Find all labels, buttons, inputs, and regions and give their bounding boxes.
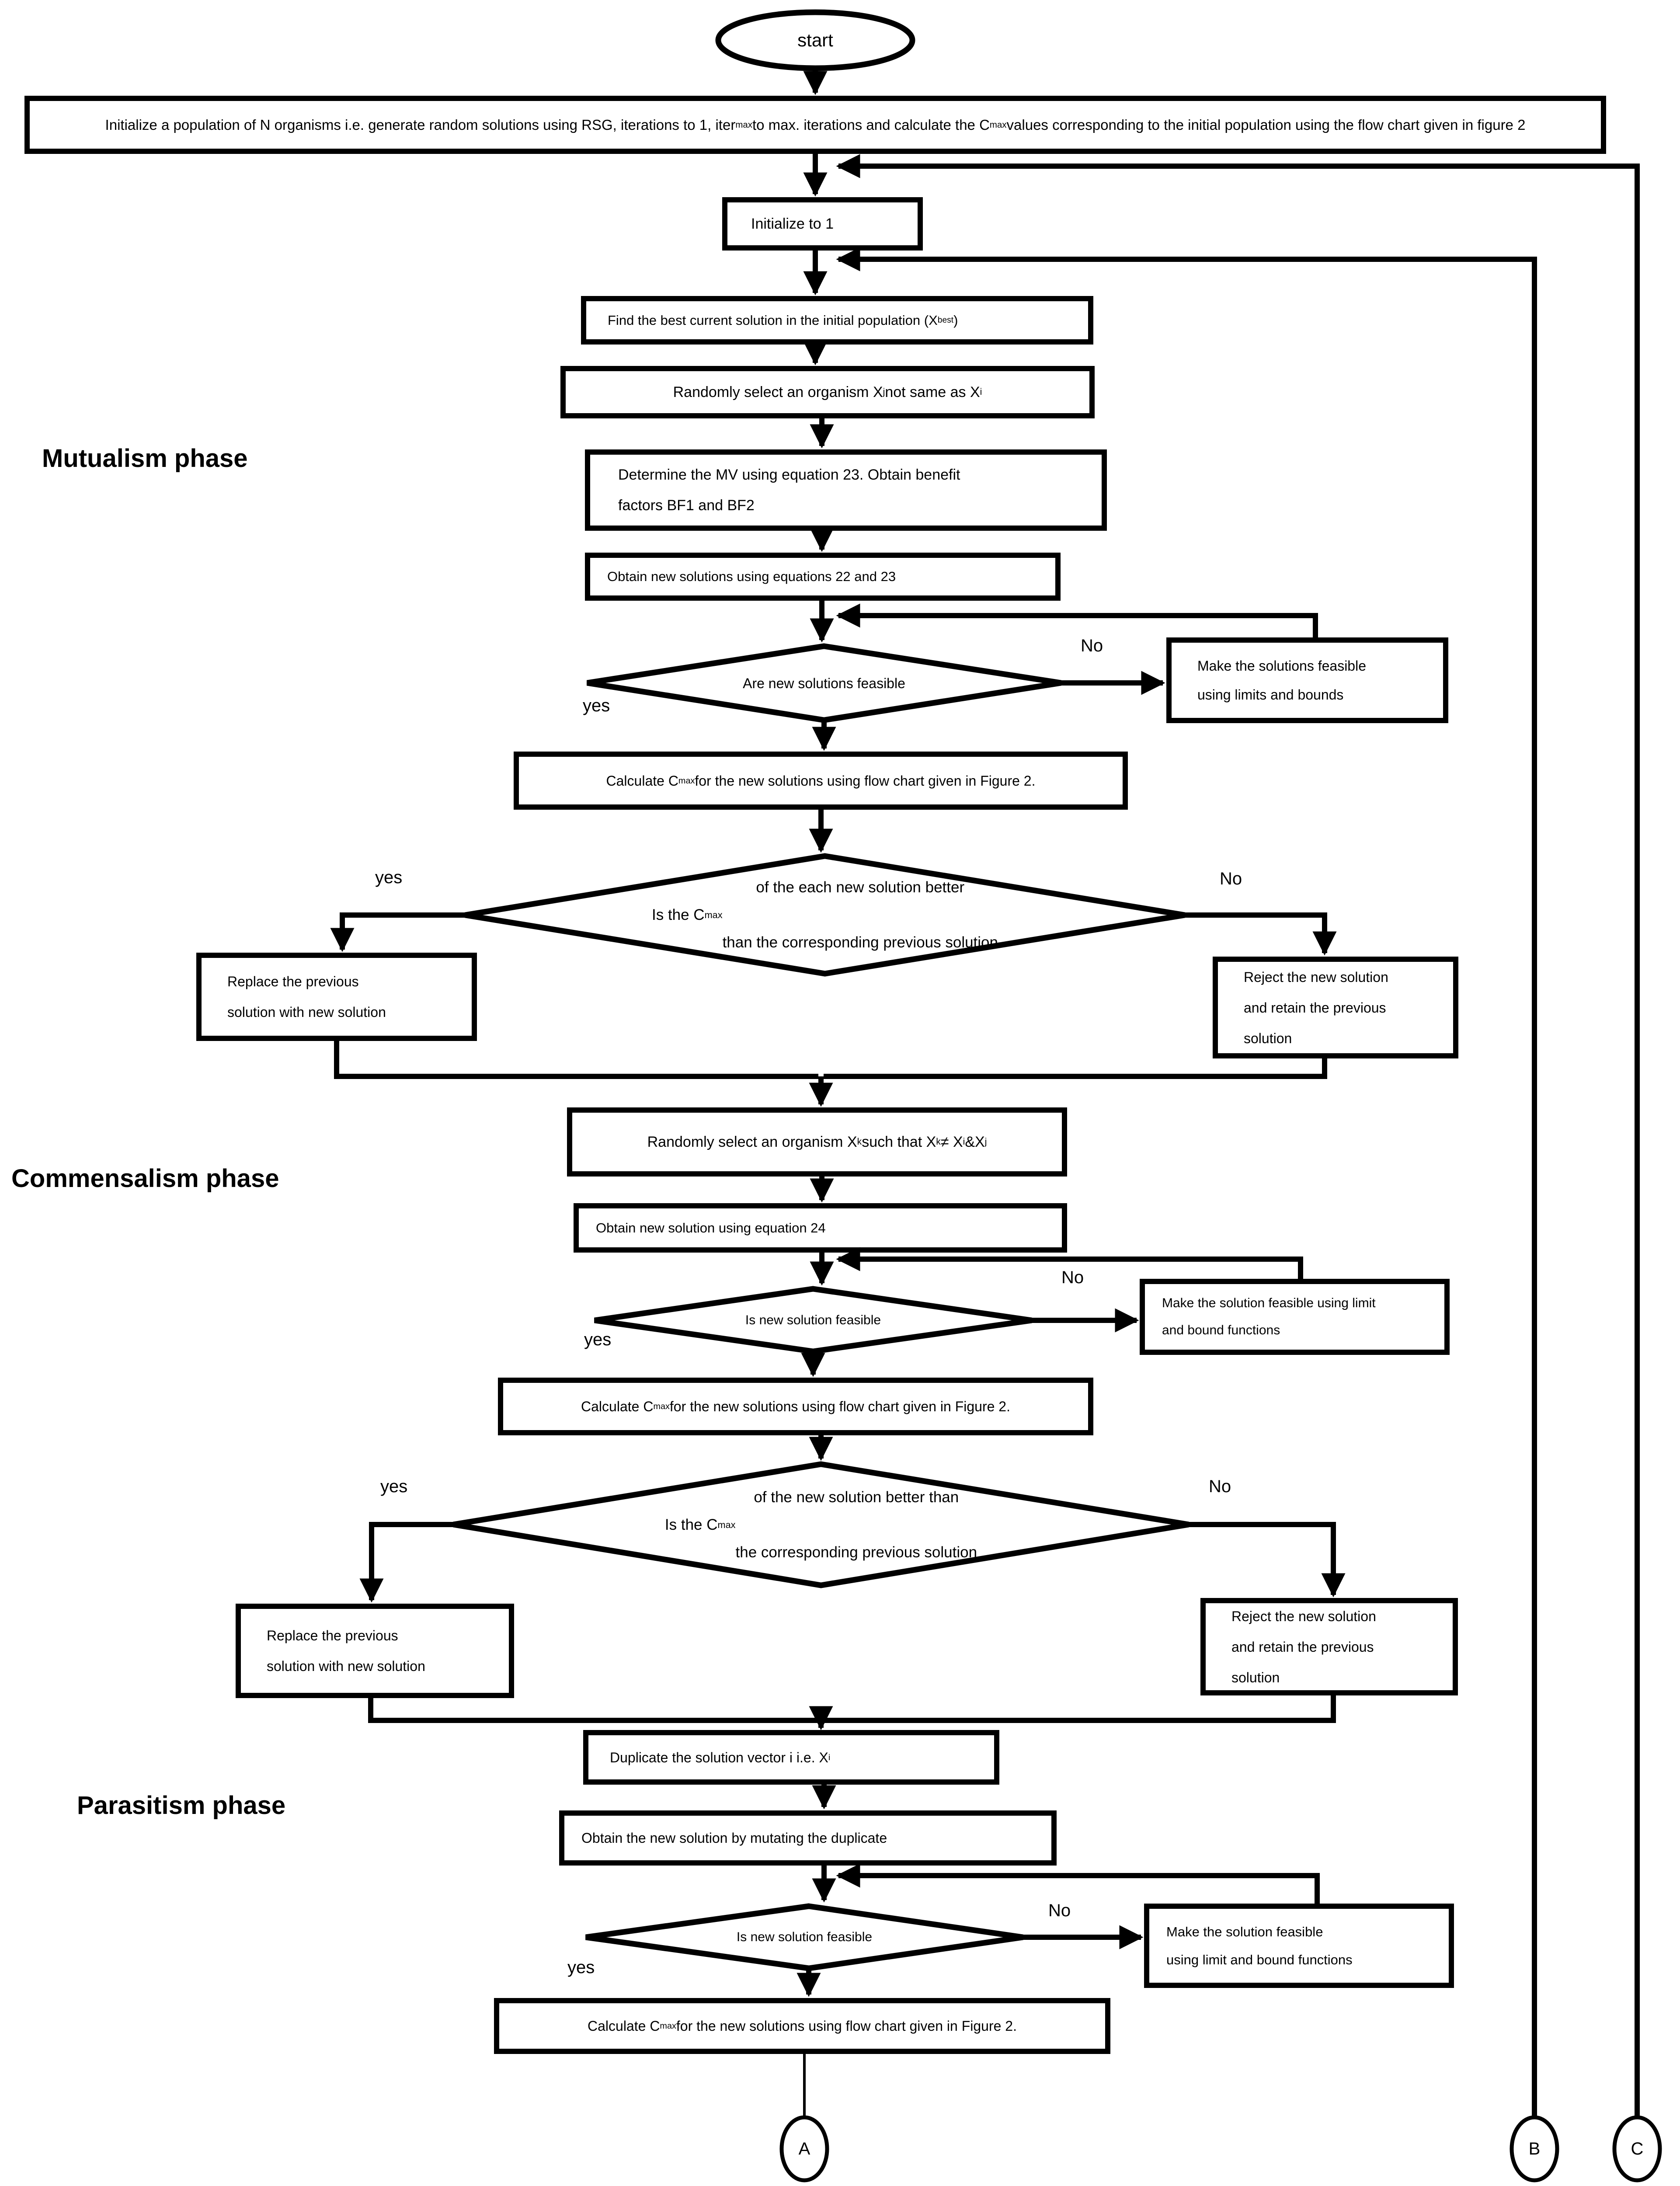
calculate-cmax-3-box — [494, 1998, 1110, 2054]
phase-label-parasitism: Parasitism phase — [77, 1791, 286, 1820]
no-label-improvement-2: No — [1209, 1477, 1231, 1496]
initialize-counter-label: Initialize to 1 — [751, 216, 834, 232]
reject-solution-2-box — [1200, 1598, 1458, 1695]
find-best-label: Find the best current solution in the in… — [608, 312, 958, 328]
make-feasible-2-box — [1140, 1279, 1450, 1355]
find-best-box — [581, 296, 1093, 345]
connector-b-label: B — [1528, 2139, 1541, 2158]
determine-mv-box — [585, 449, 1107, 531]
phase-label-commensalism: Commensalism phase — [11, 1164, 279, 1193]
no-label-feasibility-1: No — [1081, 636, 1103, 655]
reject-solution-1-box — [1213, 957, 1458, 1058]
improvement-diamond-2 — [452, 1461, 1190, 1588]
connector-a-label: A — [798, 2139, 810, 2158]
initialize-counter-box — [722, 197, 923, 251]
phase-label-mutualism: Mutualism phase — [42, 444, 248, 473]
mutate-duplicate-label: Obtain the new solution by mutating the … — [581, 1830, 887, 1846]
yes-label-improvement-1: yes — [375, 868, 403, 887]
no-label-feasibility-2: No — [1061, 1268, 1084, 1287]
no-label-feasibility-3: No — [1048, 1901, 1071, 1920]
connector-c-label: C — [1631, 2139, 1644, 2158]
feasibility-diamond-2-label: Is new solution feasible — [745, 1312, 881, 1327]
determine-mv-label: Determine the MV using equation 23. Obta… — [618, 466, 960, 514]
yes-label-improvement-2: yes — [380, 1477, 408, 1496]
make-feasible-1-box — [1166, 637, 1448, 723]
make-feasible-3-box — [1144, 1904, 1454, 1988]
feasibility-diamond-3-label: Is new solution feasible — [736, 1930, 873, 1944]
mutate-duplicate-box — [559, 1810, 1057, 1866]
yes-label-feasibility-2: yes — [584, 1330, 612, 1349]
initialize-population-label: Initialize a population of N organisms i… — [105, 116, 1526, 133]
connector-lines — [330, 69, 1640, 2117]
yes-label-feasibility-1: yes — [583, 696, 610, 715]
no-label-improvement-1: No — [1220, 869, 1242, 888]
obtain-solutions-22-23-label: Obtain new solutions using equations 22 … — [607, 569, 896, 584]
select-xk-box — [567, 1107, 1067, 1177]
replace-solution-2-box — [236, 1604, 514, 1698]
calculate-cmax-2-box — [498, 1378, 1093, 1435]
obtain-solution-24-label: Obtain new solution using equation 24 — [596, 1220, 826, 1236]
improvement-diamond-1 — [464, 853, 1186, 977]
feasibility-diamond-1-label: Are new solutions feasible — [743, 675, 905, 691]
duplicate-vector-box — [583, 1730, 999, 1785]
initialize-population-box — [24, 96, 1606, 154]
start-label: start — [797, 30, 833, 50]
select-xj-box — [560, 366, 1095, 418]
yes-label-feasibility-3: yes — [567, 1958, 595, 1977]
start-terminator-shape — [715, 9, 915, 71]
